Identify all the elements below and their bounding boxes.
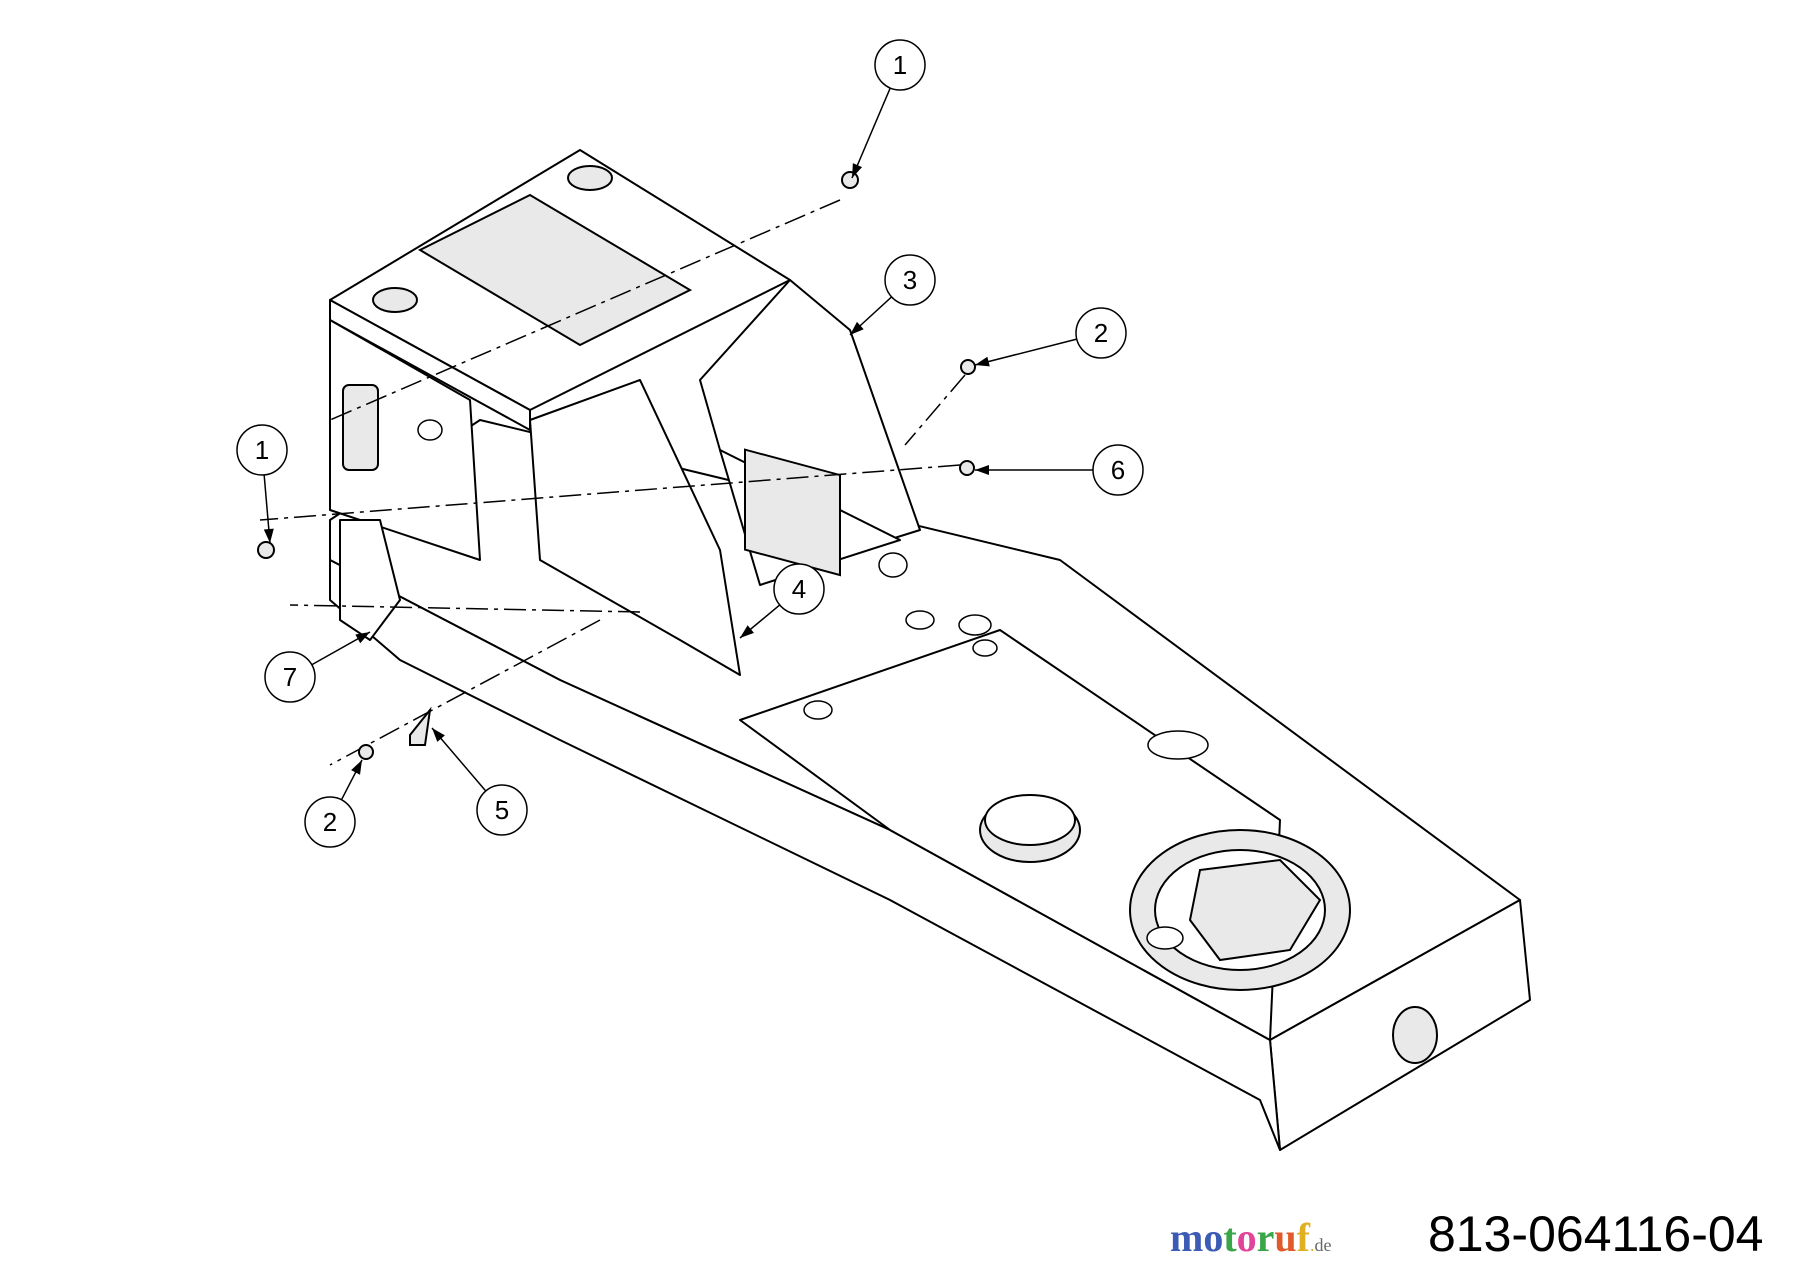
watermark-char: u <box>1274 1215 1297 1260</box>
bolt-bottom <box>358 744 374 760</box>
arrowhead <box>852 163 863 178</box>
callout-label: 7 <box>283 662 297 692</box>
arrowhead <box>975 465 989 475</box>
callout-circle <box>773 563 825 615</box>
screw-top <box>841 171 859 189</box>
callout-circle <box>476 784 528 836</box>
callout-4-side-plate-center: 4 <box>739 563 825 639</box>
callout-7-bracket-left: 7 <box>264 631 371 703</box>
callout-1-screw-left: 1 <box>236 424 288 544</box>
callout-5-clip: 5 <box>431 727 528 836</box>
arrowhead <box>355 632 370 644</box>
watermark-char: t <box>1223 1215 1237 1260</box>
callout-2-bolt-right: 2 <box>974 307 1127 367</box>
clip <box>409 706 432 746</box>
callout-circle <box>304 796 356 848</box>
callout-circle <box>264 651 316 703</box>
watermark-char: r <box>1256 1215 1275 1260</box>
screw-left <box>257 541 275 559</box>
callout-label: 2 <box>1094 318 1108 348</box>
callout-1-screw-top: 1 <box>851 39 926 179</box>
callout-label: 6 <box>1111 455 1125 485</box>
arrowhead <box>432 728 445 742</box>
watermark-char: d <box>1314 1235 1324 1255</box>
callout-label: 3 <box>903 265 917 295</box>
watermark-char: o <box>1203 1215 1224 1260</box>
callout-2-bolt-bottom: 2 <box>304 759 363 848</box>
watermark-char: e <box>1323 1235 1332 1255</box>
watermark-char: m <box>1170 1215 1204 1260</box>
callout-label: 4 <box>792 574 806 604</box>
nut-right <box>959 460 975 476</box>
callout-6-nut-right: 6 <box>975 444 1144 496</box>
callout-circle <box>1075 307 1127 359</box>
arrowhead <box>850 321 864 335</box>
arrowhead <box>975 356 990 367</box>
callout-circle <box>884 254 936 306</box>
chassis-frame <box>329 419 1531 1151</box>
callout-circle <box>236 424 288 476</box>
bolt-right <box>960 359 976 375</box>
center-lines <box>259 199 966 766</box>
upper-tower <box>329 149 921 676</box>
callout-3-side-plate-right: 3 <box>849 254 936 336</box>
arrowhead <box>263 528 274 543</box>
callout-label: 1 <box>255 435 269 465</box>
callout-circle <box>1092 444 1144 496</box>
callout-label: 5 <box>495 795 509 825</box>
leader-line <box>851 87 891 179</box>
callout-label: 1 <box>893 50 907 80</box>
watermark-logo: motoruf.de <box>1170 1214 1332 1269</box>
arrowhead <box>351 760 362 775</box>
watermark-char: o <box>1236 1215 1257 1260</box>
callout-circle <box>874 39 926 91</box>
callouts: 1 3 2 6 1 4 7 2 5 <box>236 39 1144 848</box>
fasteners <box>257 171 976 760</box>
leader-line <box>974 338 1077 366</box>
watermark-char: f <box>1296 1215 1310 1260</box>
arrowhead <box>740 625 754 638</box>
part-number: 813-064116-04 <box>1428 1206 1764 1262</box>
callout-label: 2 <box>323 807 337 837</box>
watermark-char: . <box>1310 1235 1315 1255</box>
